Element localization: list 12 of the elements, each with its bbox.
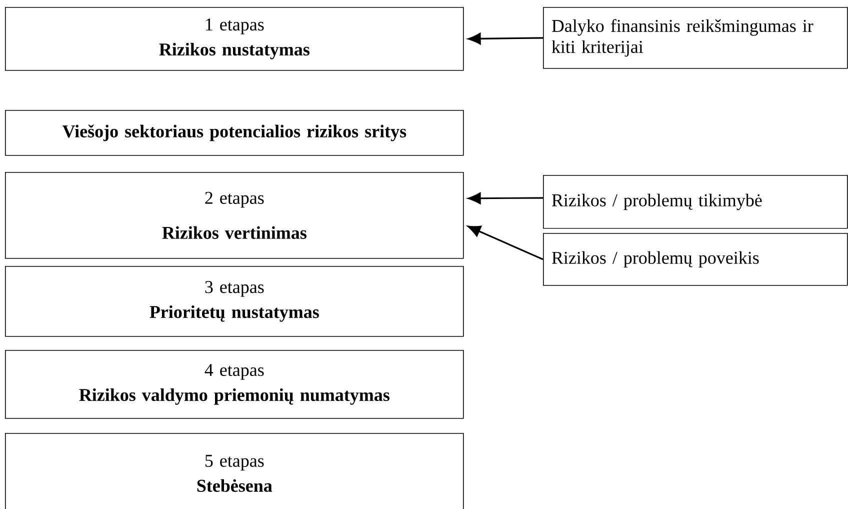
arrow xyxy=(468,226,544,260)
criteria-box: Dalyko finansinis reikšmingumas ir kiti kriterijai xyxy=(543,7,848,69)
factor-box: Rizikos / problemų poveikis xyxy=(543,233,848,286)
arrow xyxy=(468,192,543,204)
stage-box: 1 etapas Rizikos nustatymas xyxy=(5,7,464,71)
stage-box: 2 etapas Rizikos vertinimas xyxy=(5,172,464,259)
area-box: Viešojo sektoriaus potencialios rizikos sritys xyxy=(5,110,464,156)
stage-box: 4 etapas Rizikos valdymo priemonių numatymas xyxy=(5,350,464,419)
stage-box: 3 etapas Prioritetų nustatymas xyxy=(5,266,464,337)
arrow xyxy=(468,32,544,45)
stage-box: 5 etapas Stebėsena xyxy=(5,433,464,509)
factor-box: Rizikos / problemų tikimybė xyxy=(543,175,848,229)
